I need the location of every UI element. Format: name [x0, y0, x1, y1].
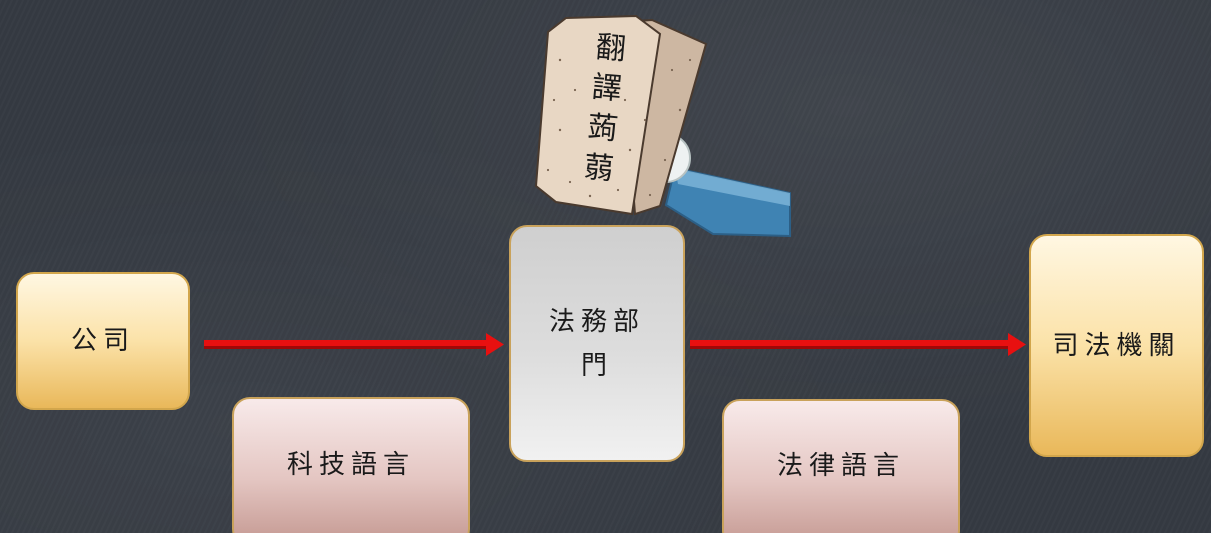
edge-label-legal-language: 法律語言	[722, 399, 960, 533]
edge-label-tech-language-text: 科技語言	[286, 450, 415, 480]
node-company: 公司	[16, 272, 190, 410]
stamp-char-2: 譯	[590, 70, 623, 107]
edge-label-tech-language: 科技語言	[232, 397, 470, 533]
node-company-label: 公司	[70, 326, 135, 356]
node-legal-department: 法務部門	[509, 225, 685, 462]
node-judicial-authority: 司法機關	[1029, 234, 1204, 457]
stamp-char-3: 蒟	[586, 110, 619, 147]
stamp-char-4: 蒻	[582, 150, 615, 187]
edge-label-legal-language-text: 法律語言	[776, 451, 905, 481]
node-legal-department-label: 法務部門	[548, 306, 645, 381]
arrow-legal-to-court	[690, 333, 1026, 356]
arrow-company-to-legal	[204, 333, 504, 356]
node-judicial-authority-label: 司法機關	[1052, 330, 1181, 361]
stamp-char-1: 翻	[594, 30, 627, 67]
